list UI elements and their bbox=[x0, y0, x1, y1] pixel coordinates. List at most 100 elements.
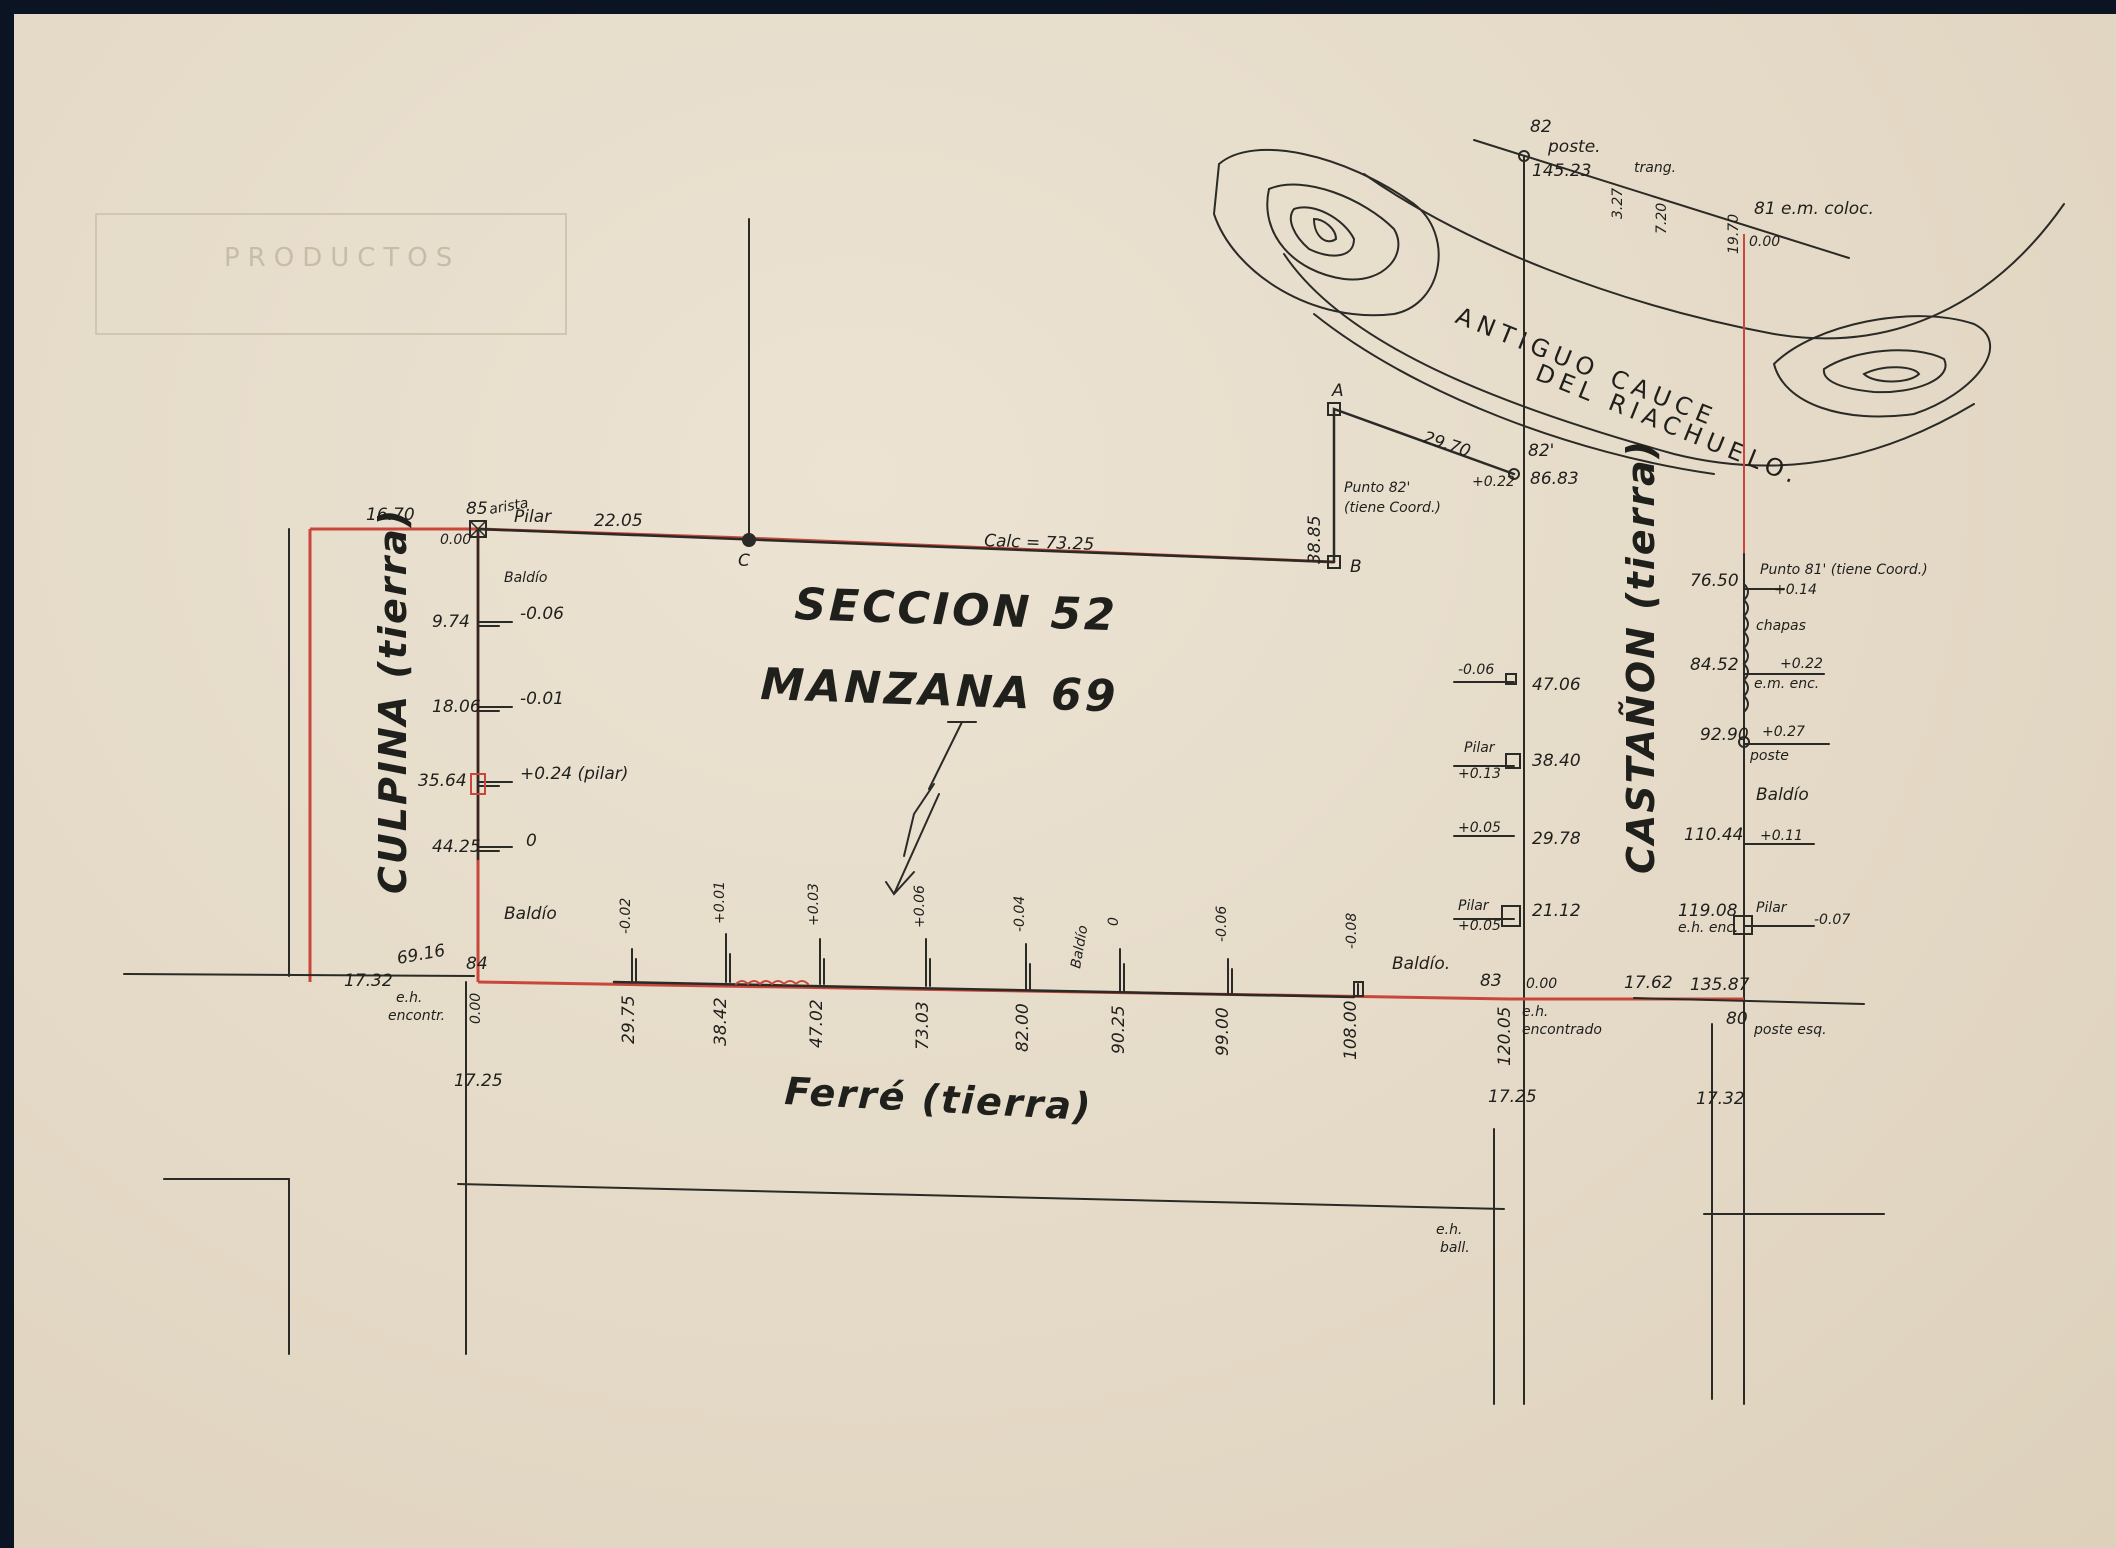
dist-720: 7.20 bbox=[1654, 203, 1670, 234]
castanon-dist-1: 76.50 bbox=[1690, 571, 1739, 591]
punto82-note-a: Punto 82' bbox=[1344, 480, 1410, 496]
point-83-label: 83 bbox=[1480, 971, 1502, 991]
culpina-dist-4: 44.25 bbox=[432, 837, 481, 857]
ferre-off-8: -0.08 bbox=[1344, 913, 1360, 949]
pilar-culpina-marker bbox=[470, 773, 486, 795]
baldio-label-3: Baldío bbox=[1068, 924, 1091, 970]
point-c-label: C bbox=[738, 551, 750, 571]
center-off-1: -0.06 bbox=[1458, 662, 1494, 678]
eh-encontrado-b: encontrado bbox=[1522, 1022, 1602, 1038]
point-82prime-value: 86.83 bbox=[1530, 469, 1579, 489]
dist-1725-left: 17.25 bbox=[454, 1071, 503, 1091]
baldio-label-4: Baldío. bbox=[1392, 954, 1450, 974]
eh-encontr-a: e.h. bbox=[396, 990, 422, 1006]
ferre-dist-7: 99.00 bbox=[1213, 1007, 1233, 1056]
traverse-top bbox=[1473, 139, 1850, 1405]
pilar-85-marker bbox=[469, 520, 487, 538]
north-arrow bbox=[885, 721, 977, 896]
point-b-label: B bbox=[1350, 557, 1362, 577]
castanon-off-2: +0.22 bbox=[1780, 656, 1823, 672]
point-82-label: 82 bbox=[1530, 117, 1552, 137]
center-dist-1: 47.06 bbox=[1532, 675, 1581, 695]
block-outline bbox=[308, 218, 1744, 1001]
culpina-off-4: 0 bbox=[526, 831, 537, 851]
dist-1762: 17.62 bbox=[1624, 973, 1673, 993]
point-a-marker bbox=[1327, 402, 1341, 416]
lower-frame bbox=[123, 528, 1885, 1405]
river-contours bbox=[1212, 148, 2065, 475]
dist-3885: 38.85 bbox=[1305, 515, 1325, 564]
poste-82-marker bbox=[1518, 150, 1530, 162]
ferre-off-3: +0.03 bbox=[806, 883, 822, 926]
center-dist-3: 29.78 bbox=[1532, 829, 1581, 849]
eh-enc-note: e.h. enc. bbox=[1678, 920, 1738, 936]
point-a-label: A bbox=[1331, 381, 1344, 401]
castanon-note-5: Pilar bbox=[1756, 900, 1788, 916]
eh-ball-a: e.h. bbox=[1436, 1222, 1462, 1238]
em-enc-note: e.m. enc. bbox=[1754, 676, 1819, 692]
pilar-center-1 bbox=[1505, 753, 1521, 769]
culpina-dist-2: 18.06 bbox=[432, 697, 481, 717]
point-80-label: 80 bbox=[1726, 1009, 1748, 1029]
ferre-off-5: -0.04 bbox=[1012, 896, 1028, 932]
point-85-label: 85 bbox=[466, 499, 488, 519]
baldio-label-5: Baldío bbox=[1756, 785, 1809, 805]
street-culpina: CULPINA (tierra) bbox=[371, 508, 415, 894]
castanon-note-2: chapas bbox=[1756, 618, 1806, 634]
castanon-note-1: Punto 81' (tiene Coord.) bbox=[1760, 562, 1928, 578]
ferre-dist-3: 47.02 bbox=[807, 999, 827, 1048]
point-b-marker bbox=[1327, 555, 1341, 569]
title-block: MANZANA 69 bbox=[760, 659, 1120, 722]
point-c-marker bbox=[742, 533, 756, 547]
point-82prime-marker bbox=[1508, 468, 1520, 480]
castanon-dist-2: 84.52 bbox=[1690, 655, 1739, 675]
dist-2205: 22.05 bbox=[594, 511, 643, 531]
culpina-off-3: +0.24 (pilar) bbox=[520, 764, 628, 784]
ferre-dist-2: 38.42 bbox=[711, 997, 731, 1046]
dist-2970: 29.70 bbox=[1420, 428, 1472, 462]
eh-encontr-b: encontr. bbox=[388, 1008, 445, 1024]
ferre-dist-1: 29.75 bbox=[619, 995, 639, 1044]
dist-1725-right: 17.25 bbox=[1488, 1087, 1537, 1107]
ferre-off-1: -0.02 bbox=[618, 898, 634, 934]
dist-1732-right: 17.32 bbox=[1696, 1089, 1745, 1109]
dist-13587: 135.87 bbox=[1690, 975, 1750, 995]
point-81-dist: 19.70 bbox=[1726, 214, 1742, 254]
arista-label: arista bbox=[488, 495, 530, 518]
point-81-zero: 0.00 bbox=[1749, 234, 1780, 250]
center-note-4: Pilar bbox=[1458, 898, 1490, 914]
ferre-dist-4: 73.03 bbox=[913, 1001, 933, 1050]
ferre-off-6: 0 bbox=[1106, 917, 1122, 926]
dist-6916: 69.16 bbox=[395, 941, 447, 969]
culpina-off-1: -0.06 bbox=[520, 604, 564, 624]
dist-1732-left: 17.32 bbox=[344, 971, 393, 991]
point-84-label: 84 bbox=[466, 954, 488, 974]
castanon-note-3: poste bbox=[1749, 748, 1789, 764]
ferre-end-marker bbox=[1353, 981, 1364, 997]
castanon-off-3: +0.27 bbox=[1762, 724, 1805, 740]
eh-encontrado-a: e.h. bbox=[1522, 1004, 1548, 1020]
center-off-4: +0.05 bbox=[1458, 918, 1501, 934]
point-82-value: 145.23 bbox=[1532, 161, 1591, 181]
center-dist-4: 21.12 bbox=[1532, 901, 1581, 921]
culpina-dist-1: 9.74 bbox=[432, 612, 470, 632]
ferre-off-2: +0.01 bbox=[712, 881, 728, 924]
point-82prime-label: 82' bbox=[1528, 441, 1554, 461]
ferre-off-7: -0.06 bbox=[1214, 906, 1230, 942]
center-off-2: +0.13 bbox=[1458, 766, 1501, 782]
punto82-note-b: (tiene Coord.) bbox=[1344, 500, 1441, 516]
castanon-dist-4: 110.44 bbox=[1684, 825, 1743, 845]
ferre-dist-8: 108.00 bbox=[1341, 1001, 1361, 1060]
street-ferre: Ferré (tierra) bbox=[784, 1069, 1094, 1129]
pilar-center-2 bbox=[1501, 905, 1521, 927]
culpina-off-2: -0.01 bbox=[520, 689, 564, 709]
dist-1670: 16.70 bbox=[366, 505, 415, 525]
castanon-dist-5: 119.08 bbox=[1678, 901, 1738, 921]
point-85-zero: 0.00 bbox=[440, 532, 471, 548]
point-82prime-offset: +0.22 bbox=[1472, 474, 1515, 490]
faded-header-title: PRODUCTOS bbox=[224, 243, 460, 273]
castanon-dist-3: 92.90 bbox=[1700, 725, 1749, 745]
point-82-poste: poste. bbox=[1547, 137, 1601, 157]
faded-header: PRODUCTOS bbox=[95, 213, 567, 335]
calc-label: Calc = 73.25 bbox=[984, 531, 1095, 555]
